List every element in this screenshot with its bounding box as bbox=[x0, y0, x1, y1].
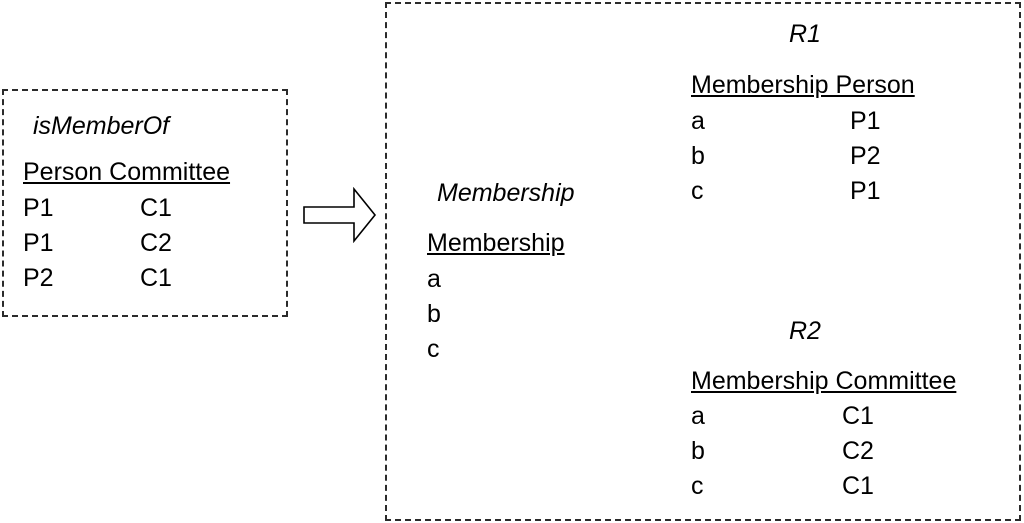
ismemberof-header: Person Committee bbox=[23, 158, 231, 186]
r1-cell: a bbox=[691, 107, 705, 135]
r2-cell: C2 bbox=[842, 437, 874, 465]
r1-cell: P1 bbox=[850, 177, 881, 205]
r1-cell: c bbox=[691, 177, 704, 205]
ismemberof-cell: C1 bbox=[140, 194, 172, 222]
r2-title: R2 bbox=[789, 317, 821, 345]
membership-header: Membership bbox=[427, 229, 565, 257]
membership-cell: b bbox=[427, 300, 441, 328]
transform-arrow-icon bbox=[303, 187, 377, 243]
r2-cell: a bbox=[691, 402, 705, 430]
ismemberof-cell: P1 bbox=[23, 194, 54, 222]
r2-cell: C1 bbox=[842, 472, 874, 500]
membership-cell: c bbox=[427, 335, 440, 363]
r2-header: Membership Committee bbox=[691, 367, 957, 395]
r2-cell: c bbox=[691, 472, 704, 500]
r1-cell: P1 bbox=[850, 107, 881, 135]
ismemberof-box bbox=[2, 89, 288, 317]
membership-title: Membership bbox=[437, 179, 575, 207]
ismemberof-title: isMemberOf bbox=[33, 112, 170, 140]
r1-cell: b bbox=[691, 142, 705, 170]
membership-cell: a bbox=[427, 265, 441, 293]
r1-title: R1 bbox=[789, 20, 821, 48]
r1-cell: P2 bbox=[850, 142, 881, 170]
r2-cell: b bbox=[691, 437, 705, 465]
ismemberof-cell: P2 bbox=[23, 264, 54, 292]
ismemberof-cell: C1 bbox=[140, 264, 172, 292]
result-box bbox=[385, 2, 1021, 521]
r2-cell: C1 bbox=[842, 402, 874, 430]
ismemberof-cell: P1 bbox=[23, 229, 54, 257]
ismemberof-cell: C2 bbox=[140, 229, 172, 257]
r1-header: Membership Person bbox=[691, 71, 915, 99]
